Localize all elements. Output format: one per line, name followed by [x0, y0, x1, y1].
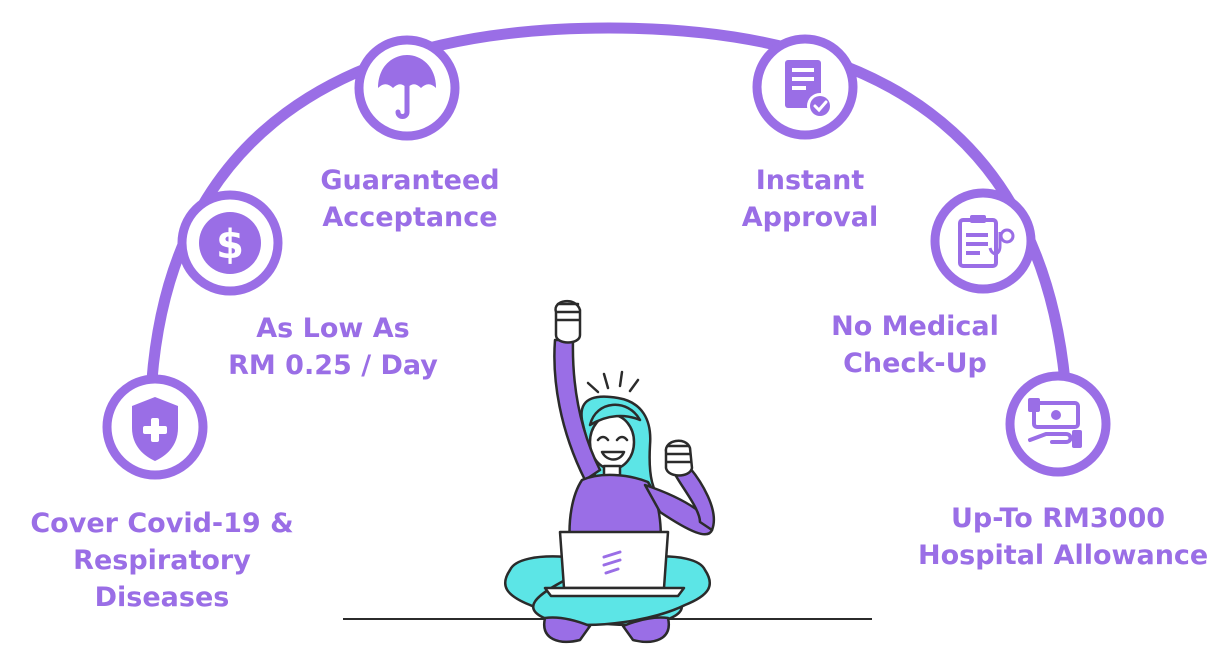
- celebrating-woman-illustration: [504, 300, 715, 644]
- dollar-coin-icon: $: [199, 212, 261, 274]
- feature-circle-approval: [752, 34, 858, 140]
- feature-circle-low-cost: $: [177, 190, 283, 296]
- shield-plus-icon: [132, 397, 178, 461]
- svg-text:$: $: [216, 222, 244, 268]
- feature-label-low-cost-line-1: As Low As: [256, 313, 410, 344]
- document-check-icon: [785, 60, 833, 119]
- feature-label-acceptance-line-2: Acceptance: [322, 202, 498, 233]
- feature-circle-medical: [930, 188, 1036, 294]
- clipboard-stethoscope-icon: [958, 215, 1015, 268]
- feature-label-allowance-line-1: Up-To RM3000: [950, 503, 1166, 534]
- feature-label-approval: Instant Approval: [700, 162, 920, 236]
- feature-circle-covid: [102, 374, 208, 480]
- feature-label-medical-line-1: No Medical: [831, 311, 999, 342]
- feature-label-covid: Cover Covid-19 & Respiratory Diseases: [27, 505, 297, 616]
- feature-label-approval-line-1: Instant: [755, 165, 865, 196]
- feature-label-covid-line-3: Diseases: [94, 582, 230, 613]
- feature-label-acceptance: Guaranteed Acceptance: [294, 162, 526, 236]
- feature-label-covid-line-1: Cover Covid-19 &: [30, 508, 294, 539]
- brand-logo-icon: [602, 550, 622, 575]
- feature-label-covid-line-2: Respiratory: [73, 545, 251, 576]
- feature-label-low-cost-line-2: RM 0.25 / Day: [228, 350, 438, 381]
- feature-label-allowance: Up-To RM3000 Hospital Allowance: [918, 500, 1209, 574]
- feature-circle-allowance: [1005, 371, 1111, 477]
- excitement-lines: [586, 370, 640, 394]
- feature-label-acceptance-line-1: Guaranteed: [320, 165, 500, 196]
- hand-money-icon: [1028, 398, 1082, 448]
- feature-label-allowance-line-2: Hospital Allowance: [918, 540, 1209, 571]
- feature-label-medical: No Medical Check-Up: [800, 308, 1030, 382]
- feature-label-approval-line-2: Approval: [741, 202, 879, 233]
- feature-label-low-cost: As Low As RM 0.25 / Day: [198, 310, 468, 384]
- umbrella-icon: [378, 55, 436, 119]
- feature-circle-acceptance: [354, 35, 460, 141]
- feature-label-medical-line-2: Check-Up: [843, 348, 987, 379]
